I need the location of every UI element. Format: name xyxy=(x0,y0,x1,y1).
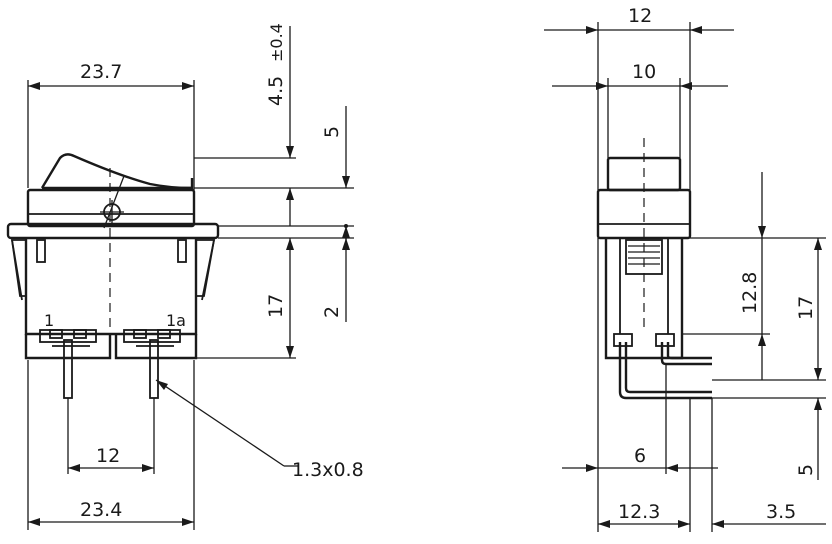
svg-text:4.5: 4.5 xyxy=(265,76,287,106)
svg-text:12: 12 xyxy=(96,445,120,467)
dimension-inner-width: 10 xyxy=(552,61,728,158)
svg-text:3.5: 3.5 xyxy=(766,501,796,523)
svg-text:12.8: 12.8 xyxy=(739,272,761,314)
leader-pin-size: 1.3x0.8 xyxy=(155,379,364,481)
switch-bezel xyxy=(26,188,196,228)
svg-text:6: 6 xyxy=(634,445,646,467)
dimension-pin-offset: 6 xyxy=(562,445,718,472)
rocker-actuator xyxy=(40,153,194,190)
svg-text:2: 2 xyxy=(321,306,343,318)
dimension-pin-protrusion: 3.5 xyxy=(712,501,826,528)
dimension-side-body-height: 12.8 xyxy=(739,172,766,380)
mounting-flange xyxy=(6,222,220,240)
svg-text:5: 5 xyxy=(795,464,817,476)
svg-text:23.7: 23.7 xyxy=(80,61,122,83)
svg-text:17: 17 xyxy=(795,296,817,320)
dimension-base-width: 12.3 xyxy=(598,501,690,528)
dimension-bottom-width: 23.4 xyxy=(27,360,195,530)
dimension-outer-width: 12 xyxy=(544,5,734,190)
svg-text:±0.4: ±0.4 xyxy=(267,23,286,62)
dimension-pin-length: 5 xyxy=(795,398,822,480)
dimension-flange: 2 xyxy=(321,238,350,322)
dimension-top-width: 23.7 xyxy=(27,61,195,190)
dimension-side-total-height: 17 xyxy=(795,238,822,380)
svg-text:12.3: 12.3 xyxy=(618,501,660,523)
dimension-body-height: 17 xyxy=(265,238,294,358)
svg-text:23.4: 23.4 xyxy=(80,499,122,521)
terminal-label-left: 1 xyxy=(44,311,54,330)
svg-text:17: 17 xyxy=(265,294,287,318)
dimension-bezel: 5 xyxy=(321,106,350,240)
body-side xyxy=(604,238,684,360)
side-view: 12 10 12.8 17 xyxy=(544,5,826,532)
terminal-label-right: 1a xyxy=(166,311,186,330)
svg-text:12: 12 xyxy=(628,5,652,27)
terminal-base xyxy=(24,329,198,360)
pivot-icon xyxy=(100,175,125,229)
dimension-pin-spacing: 12 xyxy=(67,398,155,474)
svg-text:10: 10 xyxy=(632,61,656,83)
front-view: 1 1a 23.7 23.4 12 xyxy=(6,23,364,530)
svg-text:5: 5 xyxy=(321,126,343,138)
dimension-rocker-travel: 4.5 ±0.4 xyxy=(265,23,294,226)
bent-pins xyxy=(618,342,712,400)
svg-text:1.3x0.8: 1.3x0.8 xyxy=(292,459,364,481)
